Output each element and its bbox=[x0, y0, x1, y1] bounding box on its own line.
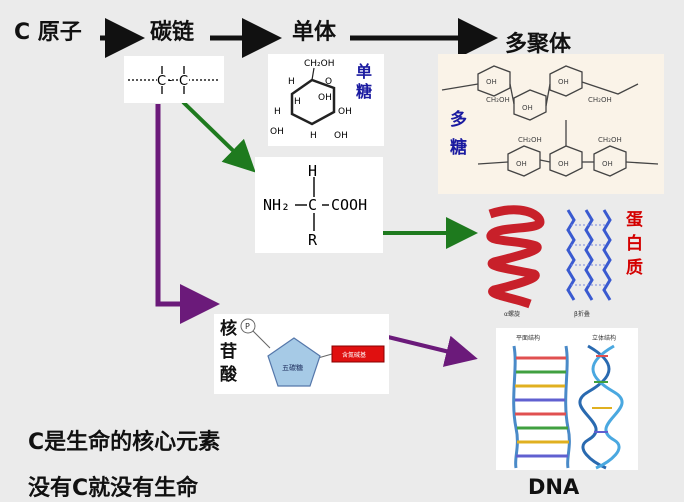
amino-alpha-carbon: C bbox=[308, 196, 317, 214]
dna-caption-3d: 立体结构 bbox=[592, 334, 616, 342]
polysaccharide-chain-diagram: OH OH OH OH OH OH CH₂OH CH₂OH CH₂OH CH₂OH bbox=[441, 65, 659, 177]
amino-acid-card: H NH₂ C COOH R bbox=[255, 157, 383, 253]
phosphate-label: P bbox=[245, 322, 250, 331]
svg-text:H: H bbox=[310, 131, 317, 141]
protein-label: 蛋 白 质 bbox=[626, 210, 643, 278]
protein-caption-beta: β折叠 bbox=[574, 310, 590, 318]
svg-text:OH: OH bbox=[486, 78, 497, 86]
phosphate-circle bbox=[240, 318, 256, 334]
amino-acid-structure: H NH₂ C COOH R bbox=[263, 162, 367, 249]
arrow-chain-to-nucleotide bbox=[155, 104, 220, 324]
svg-text:OH: OH bbox=[318, 93, 332, 103]
svg-text:OH: OH bbox=[334, 131, 348, 141]
polysaccharide-card: OH OH OH OH OH OH CH₂OH CH₂OH CH₂OH CH₂OH 多 糖 bbox=[438, 54, 664, 194]
svg-text:CH₂OH: CH₂OH bbox=[518, 136, 542, 144]
svg-text:OH: OH bbox=[522, 104, 533, 112]
svg-text:-: - bbox=[168, 73, 172, 87]
protein-caption-alpha: α螺旋 bbox=[504, 310, 520, 318]
svg-text:CH₂OH: CH₂OH bbox=[598, 136, 622, 144]
svg-text:CH₂OH: CH₂OH bbox=[486, 96, 510, 104]
svg-text:OH: OH bbox=[558, 160, 569, 168]
pentose-sugar bbox=[267, 337, 321, 387]
monosaccharide-card: CH₂OH H O H OH H OH OH H OH 单 糖 bbox=[268, 54, 384, 146]
statement-line-2: 没有C就没有生命 bbox=[28, 476, 199, 501]
amino-nh2: NH₂ bbox=[263, 196, 290, 214]
svg-text:H: H bbox=[274, 107, 281, 117]
carbon-chain-label: 碳链 bbox=[150, 20, 195, 45]
nitrogen-base bbox=[331, 345, 385, 363]
svg-text:H: H bbox=[288, 77, 295, 87]
dna-structure-image: 平面结构 立体结构 bbox=[512, 334, 624, 470]
polysaccharide-label: 多 糖 bbox=[450, 110, 467, 158]
monosaccharide-label: 单 糖 bbox=[356, 62, 373, 101]
svg-text:H: H bbox=[294, 97, 301, 107]
svg-text:OH: OH bbox=[558, 78, 569, 86]
arrow-nucleotide-to-dna bbox=[387, 335, 478, 367]
svg-text:OH: OH bbox=[516, 160, 527, 168]
nucleotide-card: 核 苷 酸 P 五碳糖 含氮碱基 bbox=[214, 314, 389, 394]
amino-cooh: COOH bbox=[331, 196, 367, 214]
nucleotide-diagram: P 五碳糖 含氮碱基 bbox=[240, 318, 385, 387]
svg-text:C: C bbox=[179, 74, 188, 89]
monomer-label: 单体 bbox=[292, 20, 337, 45]
svg-text:OH: OH bbox=[338, 107, 352, 117]
amino-h: H bbox=[308, 162, 317, 180]
amino-r-group: R bbox=[308, 231, 318, 249]
protein-structure-image: α螺旋 β折叠 bbox=[486, 205, 612, 318]
sugar-label: 五碳糖 bbox=[282, 363, 303, 372]
svg-text:C: C bbox=[157, 74, 166, 89]
dna-card: 平面结构 立体结构 bbox=[496, 328, 638, 470]
dna-caption-flat: 平面结构 bbox=[516, 334, 540, 342]
base-label: 含氮碱基 bbox=[342, 351, 366, 359]
svg-text:OH: OH bbox=[602, 160, 613, 168]
nucleotide-label: 核 苷 酸 bbox=[220, 319, 237, 385]
c-atom-label: C 原子 bbox=[14, 20, 82, 45]
statement-line-1: C是生命的核心元素 bbox=[28, 430, 221, 455]
dna-label: DNA bbox=[528, 475, 580, 499]
svg-text:CH₂OH: CH₂OH bbox=[588, 96, 612, 104]
svg-text:O: O bbox=[325, 77, 332, 87]
polymer-label: 多聚体 bbox=[505, 32, 572, 57]
arrow-chain-to-amino-acid bbox=[181, 100, 256, 173]
carbon-chain-diagram: C C - bbox=[128, 66, 220, 94]
group-ch2oh: CH₂OH bbox=[304, 59, 335, 69]
carbon-chain-card: C C - bbox=[124, 56, 224, 103]
glucose-ring-diagram: CH₂OH H O H OH H OH OH H OH bbox=[270, 59, 352, 141]
svg-text:OH: OH bbox=[270, 127, 284, 137]
